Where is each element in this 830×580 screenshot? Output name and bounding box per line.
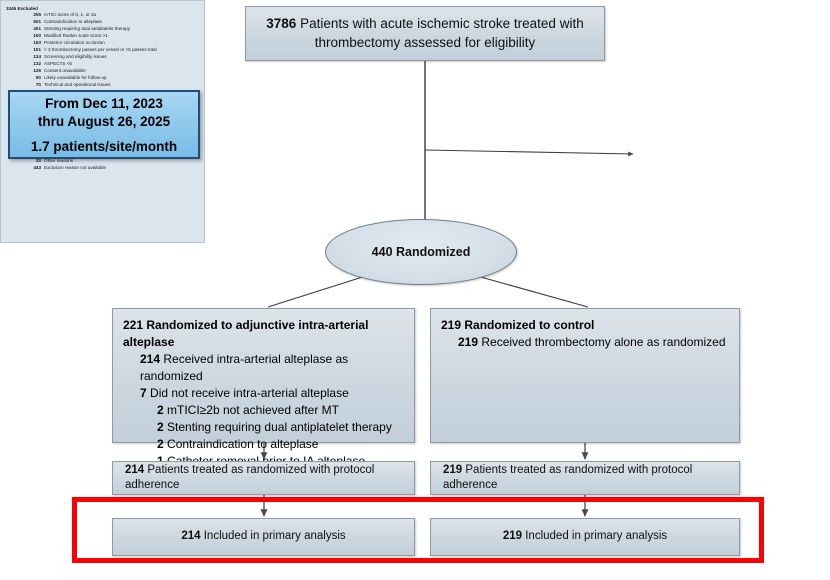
adherence-right-count: 219 bbox=[443, 463, 463, 476]
excluded-reason-count: 100 bbox=[33, 33, 41, 39]
excluded-reason-count: 134 bbox=[33, 54, 41, 60]
adherence-right-label: Patients treated as randomized with prot… bbox=[443, 463, 693, 491]
primary-right-label: Included in primary analysis bbox=[525, 530, 668, 543]
arm-right-line: 219 Received thrombectomy alone as rando… bbox=[458, 334, 729, 351]
excluded-reason-label: Screening and eligibility issues bbox=[44, 54, 107, 60]
arm-left-line-count: 2 bbox=[157, 403, 164, 418]
arm-left-line: 214 Received intra-arterial alteplase as… bbox=[140, 351, 404, 385]
excluded-reason-label: > 3 thrombectomy passes per vessel or >5… bbox=[44, 47, 157, 53]
excluded-reason-label: Likely unavailable for follow-up bbox=[44, 75, 107, 81]
node-randomized: 440 Randomized bbox=[325, 219, 517, 285]
arm-left-line-label: Did not receive intra-arterial alteplase bbox=[146, 386, 349, 401]
primary-left-label: Included in primary analysis bbox=[203, 530, 346, 543]
excluded-reason-count: 132 bbox=[33, 61, 41, 67]
arm-left-line-label: Contraindication to alteplase bbox=[163, 437, 319, 452]
excluded-reason-row: 151> 3 thrombectomy passes per vessel or… bbox=[6, 47, 200, 52]
excluded-reason-count: 70 bbox=[35, 82, 41, 88]
arm-left-line: 2 Stenting requiring dual antiplatelet t… bbox=[157, 419, 404, 436]
excluded-reason-count: 126 bbox=[33, 68, 41, 74]
excluded-reason-label: Exclusion reason not available bbox=[44, 164, 107, 170]
excluded-reason-label: Other reasons bbox=[44, 157, 74, 163]
arm-left-line: 2 Contraindication to alteplase bbox=[157, 436, 404, 453]
arm-left-line-label: Stenting requiring dual antiplatelet the… bbox=[163, 420, 392, 435]
excluded-reason-count: 401 bbox=[33, 26, 41, 32]
node-adherence-right: 219 Patients treated as randomized with … bbox=[430, 461, 740, 495]
excluded-reason-count: 443 bbox=[33, 164, 41, 170]
arm-left-line-count: 7 bbox=[140, 386, 147, 401]
excluded-total: 3346 bbox=[6, 6, 17, 11]
arm-left-line: 7 Did not receive intra-arterial altepla… bbox=[140, 385, 404, 402]
excluded-title: Excluded bbox=[17, 6, 38, 11]
excluded-reason-label: Stenting requiring dual antiplatelet the… bbox=[44, 26, 131, 32]
node-eligibility: 3786 Patients with acute ischemic stroke… bbox=[245, 6, 605, 61]
adherence-left-count: 214 bbox=[125, 463, 145, 476]
excluded-reason-count: 151 bbox=[33, 47, 41, 53]
primary-left-text: 214 Included in primary analysis bbox=[181, 529, 345, 544]
node-arm-right: 219 Randomized to control 219 Received t… bbox=[430, 308, 740, 443]
excluded-reason-count: 23 bbox=[35, 157, 41, 163]
excluded-heading: 3346 Excluded bbox=[6, 6, 200, 11]
enrollment-end-date: thru August 26, 2025 bbox=[37, 113, 171, 129]
arm-left-line-count: 2 bbox=[157, 437, 164, 452]
arm-right-line-label: Received thrombectomy alone as randomize… bbox=[478, 335, 726, 350]
arm-right-heading: 219 Randomized to control bbox=[441, 317, 729, 334]
eligibility-label: Patients with acute ischemic stroke trea… bbox=[300, 16, 584, 50]
arm-right-detail-lines: 219 Received thrombectomy alone as rando… bbox=[441, 334, 729, 351]
enrollment-callout: From Dec 11, 2023 thru August 26, 2025 1… bbox=[8, 90, 200, 159]
excluded-reason-count: 90 bbox=[35, 75, 41, 81]
node-primary-analysis-right: 219 Included in primary analysis bbox=[430, 518, 740, 556]
excluded-reason-label: Posterior circulation occlusion bbox=[44, 40, 105, 46]
eligibility-text: 3786 Patients with acute ischemic stroke… bbox=[256, 15, 594, 51]
excluded-reason-count: 501 bbox=[33, 19, 41, 25]
arm-left-detail-lines: 214 Received intra-arterial alteplase as… bbox=[123, 351, 404, 487]
adherence-left-text: 214 Patients treated as randomized with … bbox=[125, 463, 414, 493]
arm-left-heading-count: 221 bbox=[123, 318, 144, 332]
node-arm-left: 221 Randomized to adjunctive intra-arter… bbox=[112, 308, 415, 485]
arm-right-line-count: 219 bbox=[458, 335, 479, 350]
arm-left-heading: 221 Randomized to adjunctive intra-arter… bbox=[123, 317, 404, 351]
arm-left-heading-label: Randomized to adjunctive intra-arterial … bbox=[123, 318, 369, 350]
randomized-text: 440 Randomized bbox=[372, 244, 471, 261]
adherence-right-text: 219 Patients treated as randomized with … bbox=[443, 463, 739, 493]
enrollment-start-date: From Dec 11, 2023 bbox=[45, 96, 163, 112]
excluded-reason-label: Contraindication to alteplase bbox=[44, 19, 102, 25]
arm-left-line-label: mTICI≥2b not achieved after MT bbox=[163, 403, 340, 418]
eligibility-count: 3786 bbox=[266, 16, 297, 32]
primary-right-count: 219 bbox=[502, 530, 523, 543]
randomized-label: Randomized bbox=[396, 244, 471, 259]
arm-left-line: 2 mTICI≥2b not achieved after MT bbox=[157, 402, 404, 419]
arm-left-line-count: 214 bbox=[140, 352, 161, 367]
node-primary-analysis-left: 214 Included in primary analysis bbox=[112, 518, 415, 556]
excluded-reason-label: Consent unavailable bbox=[44, 68, 86, 74]
arm-right-heading-count: 219 bbox=[441, 318, 462, 332]
excluded-reason-label: Technical and operational issues bbox=[44, 82, 111, 88]
excluded-reason-label: mTICI score of 0, 1, or 2a bbox=[44, 12, 97, 18]
excluded-reason-count: 255 bbox=[33, 12, 41, 18]
enrollment-rate: 1.7 patients/site/month bbox=[30, 138, 178, 154]
arm-right-heading-label: Randomized to control bbox=[464, 318, 595, 332]
randomized-count: 440 bbox=[371, 244, 393, 259]
primary-left-count: 214 bbox=[181, 530, 201, 543]
excluded-reason-count: 163 bbox=[33, 40, 41, 46]
primary-right-text: 219 Included in primary analysis bbox=[503, 529, 667, 544]
node-adherence-left: 214 Patients treated as randomized with … bbox=[112, 461, 415, 495]
arm-left-line-count: 2 bbox=[157, 420, 164, 435]
excluded-reason-label: ASPECTS <6 bbox=[44, 61, 72, 67]
adherence-left-label: Patients treated as randomized with prot… bbox=[125, 463, 375, 491]
excluded-reason-label: Modified Rankin scale score >1 bbox=[44, 33, 108, 39]
arm-left-line-label: Received intra-arterial alteplase as ran… bbox=[140, 352, 349, 384]
